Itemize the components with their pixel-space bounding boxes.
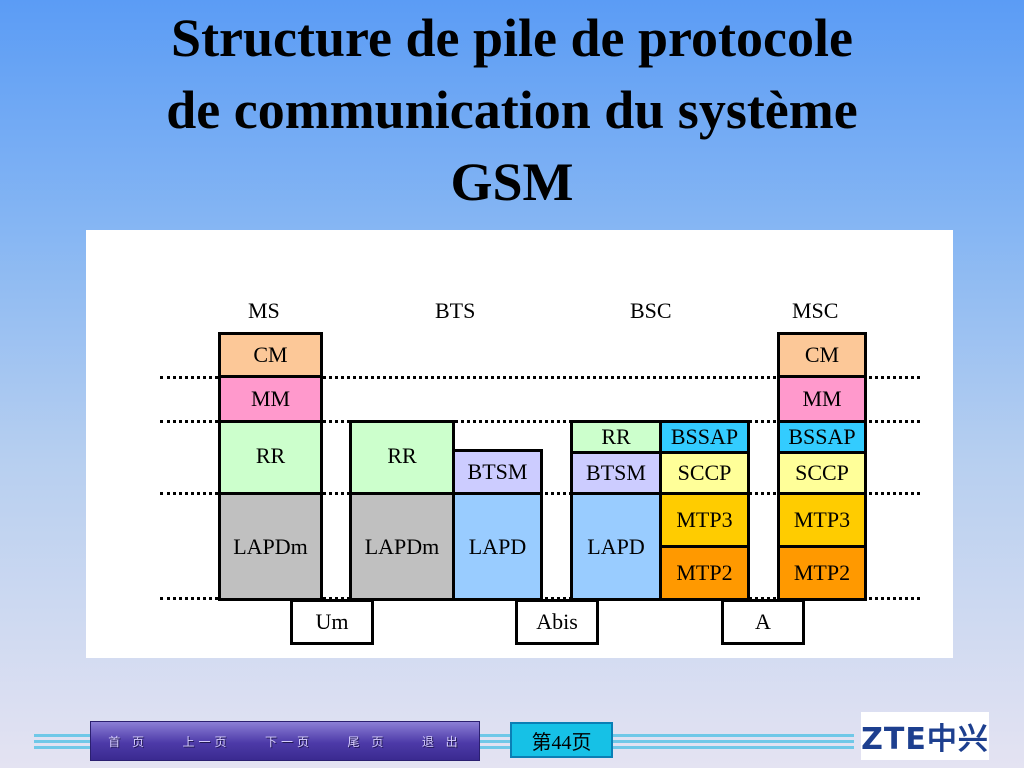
msc-bssap-layer: BSSAP (777, 420, 867, 454)
bts-lapdm-layer: LAPDm (349, 492, 455, 601)
bsc-rr-layer: RR (570, 420, 662, 454)
zte-logo: ZTE中兴 (861, 712, 989, 760)
ms-mm-layer: MM (218, 375, 323, 423)
layer-divider (160, 376, 920, 379)
msc-sccp-layer: SCCP (777, 451, 867, 495)
bsc-btsm-layer: BTSM (570, 451, 662, 495)
ms-rr-layer: RR (218, 420, 323, 495)
bts-btsm-layer: BTSM (452, 449, 543, 495)
msc-mtp2-layer: MTP2 (777, 545, 867, 601)
node-label-bts: BTS (435, 298, 476, 323)
protocol-stack-diagram: MS BTS BSC MSC CM MM RR LAPDm RR LAPDm B… (86, 230, 953, 658)
msc-mm-layer: MM (777, 375, 867, 423)
page-number: 第44页 (510, 722, 613, 758)
ms-lapdm-layer: LAPDm (218, 492, 323, 601)
node-label-msc: MSC (792, 298, 839, 323)
bsc-mtp2-layer: MTP2 (659, 545, 750, 601)
bsc-mtp3-layer: MTP3 (659, 492, 750, 548)
node-label-bsc: BSC (630, 298, 672, 323)
node-label-ms: MS (248, 298, 280, 323)
bts-lapd-layer: LAPD (452, 492, 543, 601)
nav-first-page[interactable]: 首 页 (108, 734, 149, 749)
msc-cm-layer: CM (777, 332, 867, 378)
slide-navigation-bar: 首 页 上一页 下一页 尾 页 退 出 (90, 721, 480, 761)
interface-um: Um (290, 599, 374, 645)
title-line-2: de communication du système (166, 80, 858, 140)
bsc-bssap-layer: BSSAP (659, 420, 750, 454)
slide-title: Structure de pile de protocole de commun… (0, 2, 1024, 218)
nav-next-page[interactable]: 下一页 (265, 734, 314, 749)
nav-exit[interactable]: 退 出 (421, 734, 462, 749)
interface-abis: Abis (515, 599, 599, 645)
bsc-lapd-layer: LAPD (570, 492, 662, 601)
layer-divider (160, 420, 920, 423)
bsc-sccp-layer: SCCP (659, 451, 750, 495)
nav-last-page[interactable]: 尾 页 (347, 734, 388, 749)
interface-a: A (721, 599, 805, 645)
title-line-1: Structure de pile de protocole (171, 8, 853, 68)
title-line-3: GSM (450, 152, 574, 212)
msc-mtp3-layer: MTP3 (777, 492, 867, 548)
nav-previous-page[interactable]: 上一页 (182, 734, 231, 749)
ms-cm-layer: CM (218, 332, 323, 378)
bts-rr-layer: RR (349, 420, 455, 495)
